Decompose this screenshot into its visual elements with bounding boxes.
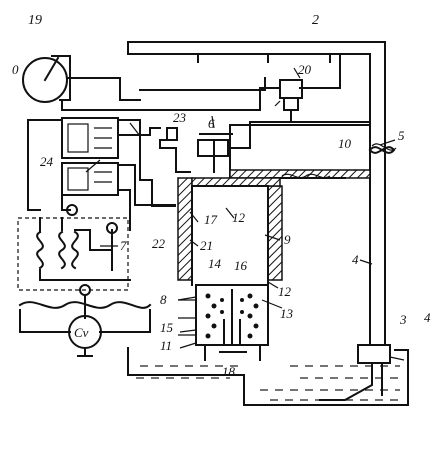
generator-label: Cv [74, 325, 89, 340]
label-24: 24 [40, 154, 54, 169]
label-13: 13 [280, 306, 294, 321]
transformer [17, 204, 131, 296]
label-20: 20 [298, 62, 312, 77]
label-23: 23 [173, 110, 187, 125]
label-19: 19 [28, 13, 42, 28]
pump [319, 344, 391, 401]
switch-23 [159, 127, 191, 173]
insulated-column [177, 177, 283, 286]
valve-6 [197, 121, 371, 173]
label-21: 21 [200, 238, 213, 253]
leader-lines [85, 67, 405, 361]
heating-elements [205, 293, 259, 339]
relay-unit-upper [61, 117, 119, 159]
label-3: 3 [399, 312, 407, 327]
heater-coil [368, 143, 397, 154]
label-17: 17 [204, 212, 218, 227]
label-11: 11 [160, 338, 172, 353]
label-18: 18 [222, 364, 236, 379]
label-0: 0 [12, 62, 19, 77]
vertical-pipe [369, 41, 386, 346]
label-2: 2 [312, 13, 319, 28]
generator [18, 294, 152, 357]
label-8: 8 [160, 292, 167, 307]
label-12-lower: 12 [278, 284, 292, 299]
valve-20 [279, 53, 341, 121]
label-7: 7 [120, 238, 127, 253]
label-6: 6 [208, 116, 215, 131]
label-12-upper: 12 [232, 210, 246, 225]
label-22: 22 [152, 236, 166, 251]
relay-unit-lower [61, 162, 119, 196]
label-10: 10 [338, 136, 352, 151]
water-basin [127, 347, 409, 406]
label-16: 16 [234, 258, 248, 273]
label-5: 5 [398, 128, 405, 143]
label-4-upper: 4 [352, 252, 359, 267]
label-9: 9 [284, 232, 291, 247]
label-4-lower: 4 [424, 310, 431, 325]
label-15: 15 [160, 320, 174, 335]
upper-tank [229, 124, 371, 179]
lower-chamber [178, 284, 269, 361]
gauge-meter [22, 55, 141, 103]
label-14: 14 [208, 256, 222, 271]
top-pipe [127, 41, 386, 63]
